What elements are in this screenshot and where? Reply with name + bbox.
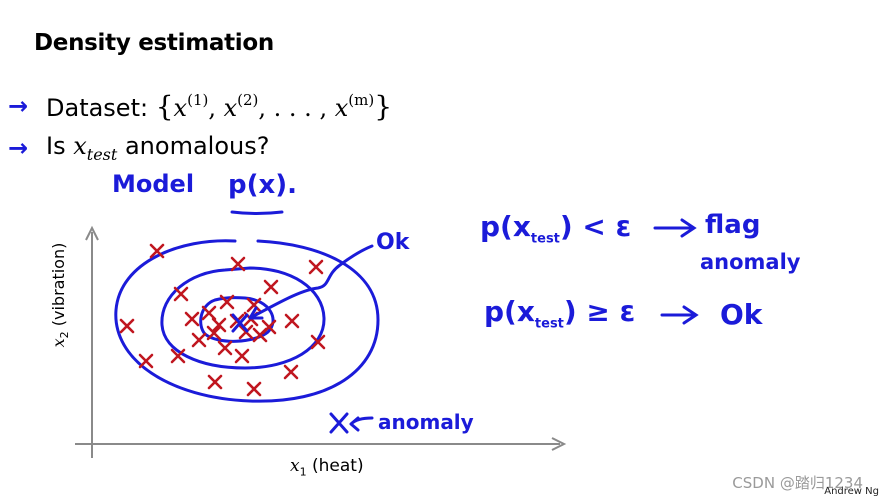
dataset-formula: {x(1), x(2), . . . , x(m)}	[155, 90, 393, 123]
data-point	[201, 305, 217, 321]
data-point	[284, 313, 300, 329]
data-point	[211, 317, 227, 333]
data-point	[170, 348, 186, 364]
data-point	[119, 318, 135, 334]
data-point	[234, 348, 250, 364]
anomaly-pointer-arrow-icon	[349, 416, 374, 432]
data-point	[138, 353, 154, 369]
data-point	[310, 334, 326, 350]
data-point	[246, 297, 262, 313]
x-axis-arrow-icon	[551, 437, 567, 451]
dataset-line: Dataset: {x(1), x(2), . . . , x(m)}	[46, 90, 392, 123]
rule2-result: Ok	[720, 298, 763, 331]
y-axis-arrow-icon	[85, 225, 99, 241]
bullet-arrow-icon: →	[8, 134, 29, 162]
author-credit: Andrew Ng	[824, 486, 879, 497]
data-point	[191, 332, 207, 348]
ok-pointer-arrow-icon	[248, 306, 264, 320]
data-point	[219, 294, 235, 310]
rule1-arrow-icon	[653, 218, 697, 238]
model-annotation: Model	[112, 170, 195, 198]
ok-annotation: Ok	[376, 230, 410, 255]
plot-axes	[75, 225, 567, 458]
data-point	[206, 325, 222, 341]
data-point	[230, 256, 246, 272]
data-point	[217, 340, 233, 356]
anomaly-cross-icon	[329, 412, 349, 434]
bullet-arrow-icon: →	[8, 92, 29, 120]
x-axis-label: x1 (heat)	[290, 456, 364, 479]
rule-arrows	[653, 218, 699, 325]
question-line: Is xtest anomalous?	[46, 132, 269, 164]
data-point	[149, 243, 165, 259]
question-prefix: Is	[46, 132, 66, 160]
rule1-condition: p(xtest) < ε	[480, 210, 632, 247]
anomaly-marker	[329, 412, 374, 434]
slide-title: Density estimation	[34, 30, 274, 56]
contour-outer	[114, 239, 380, 403]
rule2-arrow-icon	[660, 305, 699, 325]
rule1-result-anomaly: anomaly	[700, 250, 801, 274]
question-variable: xtest	[73, 132, 118, 164]
contour-inner	[199, 296, 275, 343]
ok-pointer-line	[248, 244, 374, 320]
data-point	[252, 327, 268, 343]
watermark: CSDN @踏归1234	[732, 474, 863, 492]
data-point	[246, 381, 262, 397]
data-point	[184, 311, 200, 327]
px-annotation: p(x).	[228, 170, 298, 200]
question-suffix: anomalous?	[124, 132, 270, 160]
data-point	[283, 364, 299, 380]
data-point	[308, 259, 324, 275]
anomaly-annotation: anomaly	[378, 410, 474, 434]
data-point	[173, 286, 189, 302]
data-point	[207, 374, 223, 390]
data-point	[263, 279, 279, 295]
rule2-condition: p(xtest) ≥ ε	[484, 295, 636, 332]
dataset-label: Dataset:	[46, 94, 149, 122]
test-point	[231, 244, 374, 333]
rule1-result: flag	[705, 210, 761, 240]
px-underline	[230, 210, 284, 215]
y-axis-label: x2 (vibration)	[48, 242, 72, 348]
test-point-cross-icon	[231, 313, 249, 333]
